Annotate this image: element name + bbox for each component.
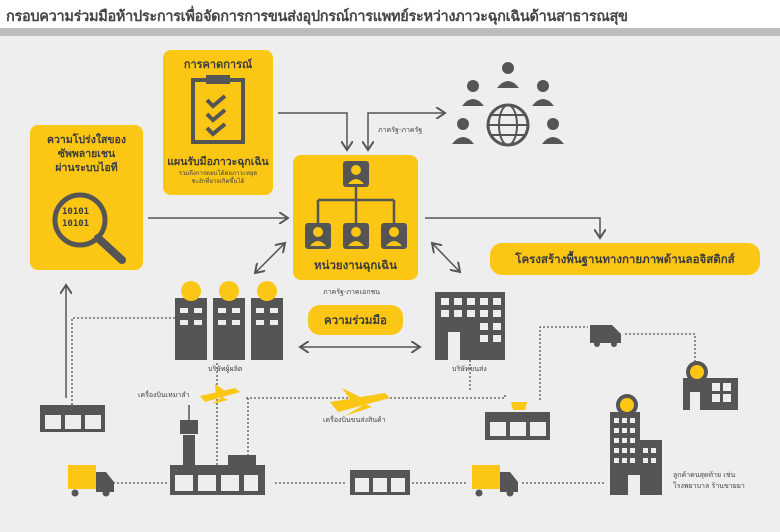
pharmacy-icon xyxy=(683,361,738,410)
transparency-line: ผ่านระบบไอที xyxy=(55,162,118,174)
transparency-line: ซัพพลายเชน xyxy=(57,148,116,160)
hospital-icon xyxy=(610,394,662,495)
cooperation-pill: ความร่วมมือ xyxy=(308,305,403,335)
supply-chain-paths xyxy=(71,317,696,490)
gov-private-label: ภาครัฐ-ภาคเอกชน xyxy=(323,288,380,296)
transport-office-icon xyxy=(435,292,505,360)
manufacturer-buildings-icon xyxy=(175,281,283,360)
gov-gov-label: ภาครัฐ-ภาครัฐ xyxy=(378,126,423,134)
cooperation-label: ความร่วมมือ xyxy=(324,313,387,327)
transport-company-label: บริษัทขนส่ง xyxy=(452,365,487,373)
binary-text: 10101 xyxy=(62,219,90,229)
forecast-card: การคาดการณ์ แผนรับมือภาวะฉุกเฉิน รวมถึงก… xyxy=(163,50,273,195)
manufacturer-label: บริษัทผู้ผลิต xyxy=(208,365,243,373)
distribution-center-icon xyxy=(485,402,550,440)
van-icon xyxy=(590,325,621,347)
airport-icon xyxy=(170,405,265,495)
truck-icon xyxy=(68,465,114,497)
customer-label: โรงพยาบาล ร้านขายยา xyxy=(673,482,745,490)
emergency-agency-card: หน่วยงานฉุกเฉิน xyxy=(293,155,418,280)
logistics-infrastructure-pill: โครงสร้างพื้นฐานทางกายภาพด้านลอจิสติกส์ xyxy=(490,243,760,275)
magnifier-icon xyxy=(52,192,126,264)
charter-plane-label: เครื่องบินเหมาลำ xyxy=(138,391,190,399)
forecast-heading: การคาดการณ์ xyxy=(183,58,253,71)
transparency-line: ความโปร่งใสของ xyxy=(47,134,126,146)
binary-text: 10101 xyxy=(62,207,90,217)
plan-label: แผนรับมือภาวะฉุกเฉิน xyxy=(167,156,269,168)
customer-label: ลูกค้าคนสุดท้าย เช่น xyxy=(673,471,736,479)
warehouse-icon xyxy=(350,470,410,495)
logistics-label: โครงสร้างพื้นฐานทางกายภาพด้านลอจิสติกส์ xyxy=(515,252,735,266)
cargo-plane-label: เครื่องบินขนส่งสินค้า xyxy=(323,416,386,424)
title-bar: กรอบความร่วมมือห้าประการเพื่อจัดการการขน… xyxy=(0,0,780,28)
divider xyxy=(0,28,780,36)
cargo-plane-icon xyxy=(330,388,390,416)
truck-icon xyxy=(472,465,518,497)
plan-note: รวมถึงการตอบโต้ต่อภาวะหยุด xyxy=(178,170,258,177)
page-title: กรอบความร่วมมือห้าประการเพื่อจัดการการขน… xyxy=(6,9,628,25)
flow-arrows xyxy=(66,113,600,398)
transparency-card: ความโปร่งใสของ ซัพพลายเชน ผ่านระบบไอที 1… xyxy=(30,125,143,270)
charter-plane-icon xyxy=(200,384,240,404)
plan-note: ชะงักที่อาจเกิดขึ้นได้ xyxy=(191,178,245,185)
warehouse-icon xyxy=(40,405,105,432)
org-chart-icon xyxy=(305,161,407,249)
emergency-label: หน่วยงานฉุกเฉิน xyxy=(314,258,397,272)
people-globe-icon xyxy=(452,62,564,147)
clipboard-check-icon xyxy=(191,75,245,144)
